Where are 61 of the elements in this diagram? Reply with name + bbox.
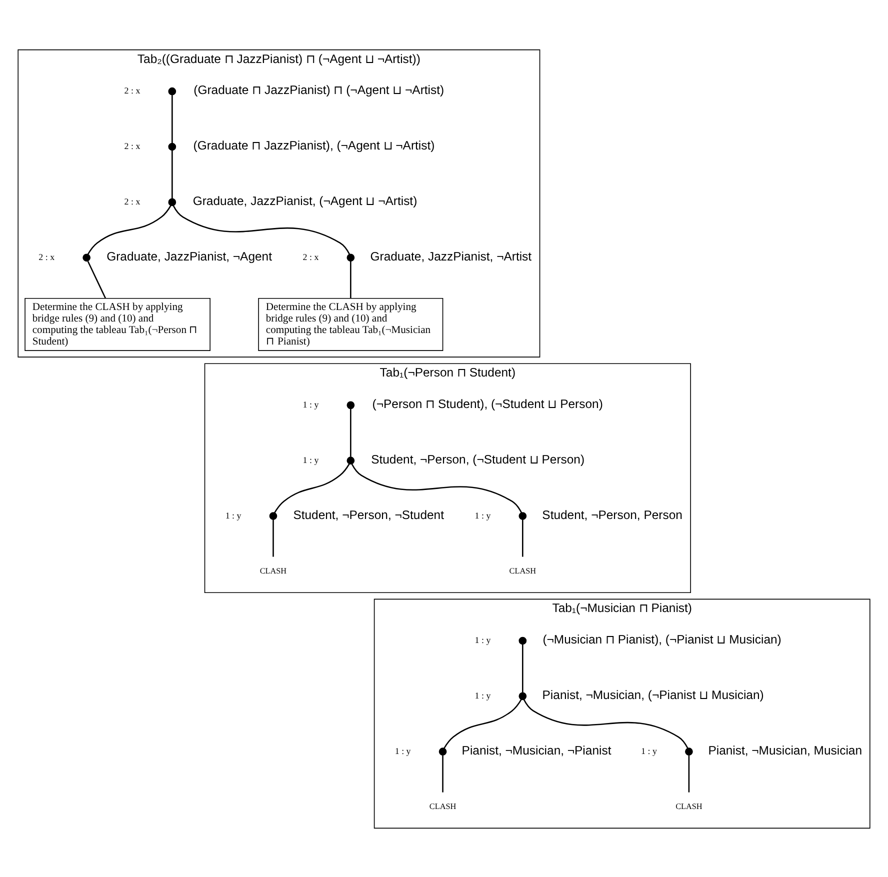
- node-label: 2 : x: [124, 196, 140, 206]
- node-label: Graduate, JazzPianist, ¬Agent: [106, 248, 272, 263]
- node-circle: [518, 692, 527, 700]
- connector: [172, 150, 173, 198]
- connector: [442, 754, 444, 792]
- node-label: 1 : y: [474, 634, 491, 645]
- node-label: Pianist, ¬Musician, ¬Pianist: [462, 742, 612, 757]
- node-text: CLASH: [260, 566, 287, 575]
- node-label: 1 : y: [641, 745, 657, 756]
- node-label: 1 : y: [474, 510, 491, 520]
- node-label: 1 : y: [394, 745, 411, 756]
- connector: [350, 408, 352, 456]
- node-label: (¬Person ⊓ Student), (¬Student ⊔ Person): [372, 396, 603, 411]
- node-circle: [168, 86, 176, 95]
- node-label: Graduate, JazzPianist, (¬Agent ⊔ ¬Artist): [192, 194, 418, 208]
- node-label: Graduate, JazzPianist, ¬Artist: [370, 248, 532, 263]
- node-label: Pianist, ¬Musician, Musician: [708, 742, 862, 757]
- node-label: 1 : y: [225, 510, 242, 520]
- connector: [522, 519, 524, 556]
- connector: [350, 260, 352, 298]
- connector: [351, 463, 522, 512]
- node-text: CLASH: [509, 566, 536, 575]
- node-label: Student, ¬Person, Person: [542, 507, 682, 522]
- node-label: 1 : y: [302, 454, 319, 464]
- node-circle: [438, 747, 447, 756]
- node-circle: [346, 400, 355, 409]
- node-label: (Graduate ⊓ JazzPianist), (¬Agent ⊔ ¬Artist): [193, 138, 435, 152]
- node-label: 1 : y: [474, 690, 491, 700]
- node-text: CLASH: [429, 802, 456, 811]
- node-circle: [346, 253, 355, 262]
- node-box: Determine the CLASH by applying bridge rules (9) and (10) and computing the tableau Tab₁(¬Person ⊓ Student): [24, 297, 210, 350]
- node-circle: [269, 512, 278, 520]
- node-label: 2 : x: [38, 251, 55, 262]
- node-circle: [518, 512, 527, 520]
- connector: [172, 204, 350, 254]
- node-label: (Graduate ⊓ JazzPianist) ⊓ (¬Agent ⊔ ¬Artist): [194, 82, 444, 97]
- node-label: (¬Musician ⊓ Pianist), (¬Pianist ⊔ Musician): [542, 632, 782, 646]
- node-label: Pianist, ¬Musician, (¬Pianist ⊔ Musician): [542, 688, 764, 702]
- connector: [87, 204, 172, 254]
- connector: [523, 698, 688, 748]
- node-circle: [685, 747, 693, 756]
- connector: [272, 519, 274, 556]
- node-circle: [518, 636, 527, 644]
- node-label: 2 : x: [124, 140, 140, 151]
- node-text: CLASH: [676, 802, 702, 811]
- node-circle: [346, 456, 355, 464]
- node-box: Determine the CLASH by applying bridge rules (9) and (10) and computing the tableau Tab₁(¬Musician ⊓ Pianist): [258, 297, 444, 350]
- node-circle: [168, 142, 176, 150]
- node-label: 1 : y: [302, 398, 319, 409]
- node-label: 2 : x: [124, 85, 140, 96]
- node-circle: [168, 198, 176, 206]
- connector: [688, 754, 690, 792]
- node-label: Student, ¬Person, ¬Student: [293, 507, 444, 522]
- node-label: 2 : x: [302, 251, 319, 262]
- connector: [172, 94, 173, 143]
- node-label: Student, ¬Person, (¬Student ⊔ Person): [371, 452, 585, 466]
- connector: [444, 698, 522, 748]
- connector: [522, 644, 524, 692]
- node-circle: [82, 253, 90, 262]
- connector: [87, 260, 106, 298]
- connector: [274, 463, 350, 513]
